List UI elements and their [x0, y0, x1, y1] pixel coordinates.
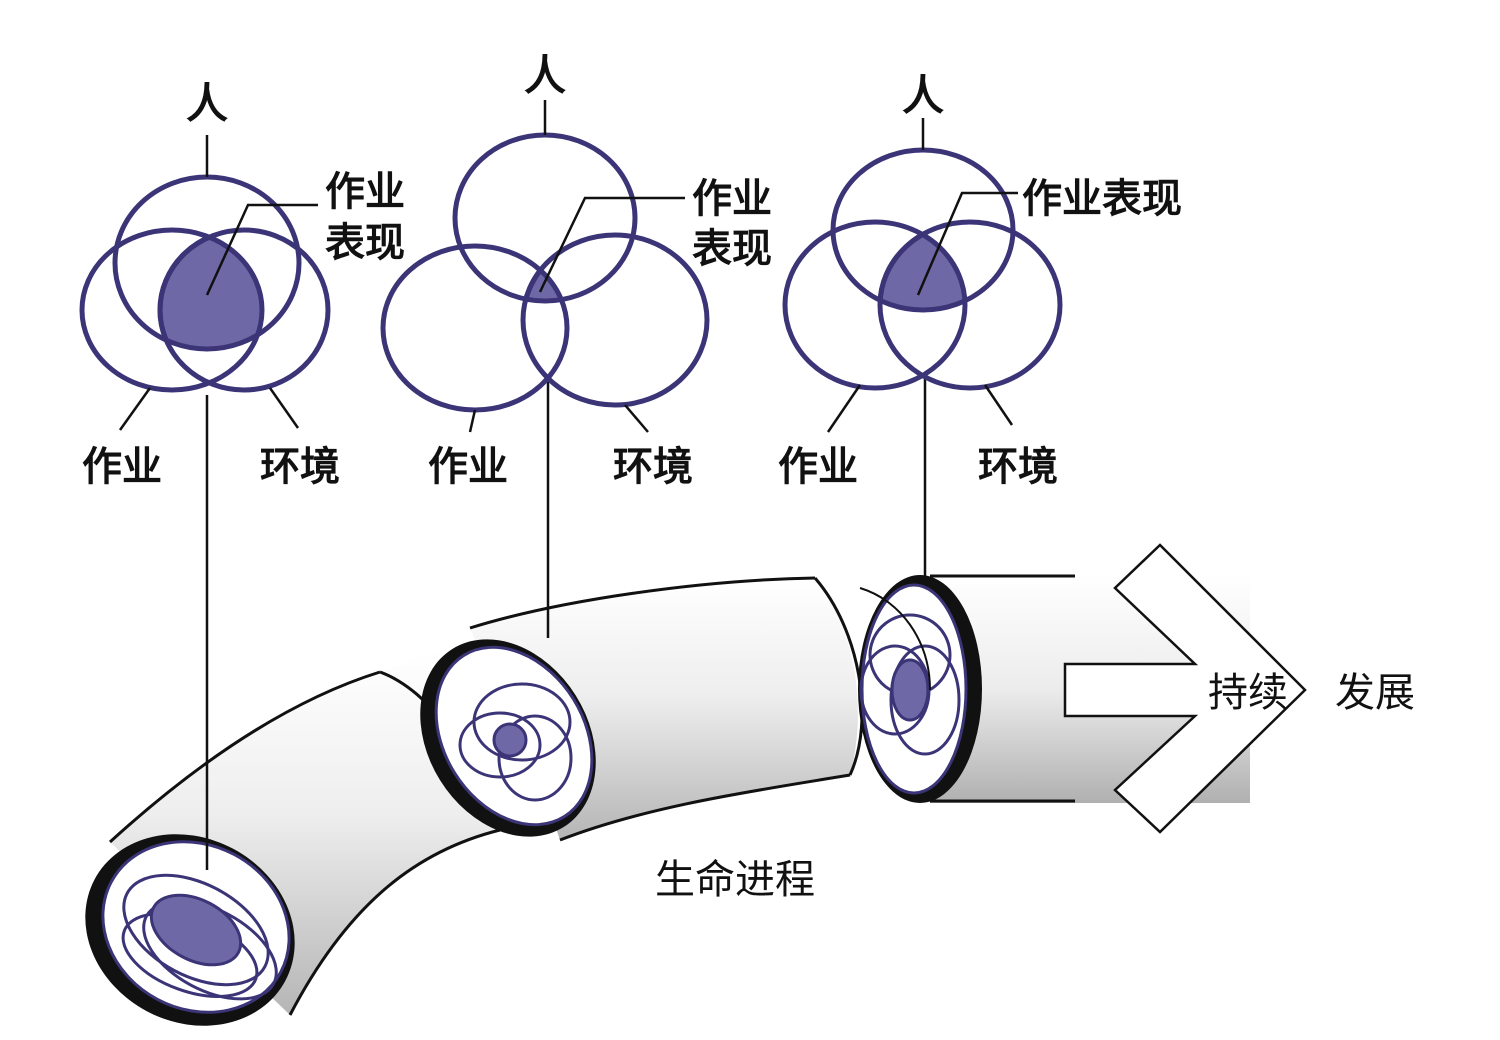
environment-circle-3 — [877, 219, 1063, 391]
task-label-1: 作业 — [82, 444, 162, 490]
arrow-label-left: 持续 — [1208, 670, 1288, 716]
arrow-label-right: 发展 — [1335, 670, 1415, 716]
performance-label-1b: 表现 — [325, 220, 405, 266]
life-process-label: 生命进程 — [655, 857, 815, 903]
task-circle-3 — [782, 219, 968, 391]
joint-1 — [859, 587, 931, 691]
development-arrow — [930, 543, 1307, 834]
chevron-arrow-icon — [1063, 543, 1307, 834]
opening-2-performance-core — [492, 722, 528, 758]
performance-leader-3 — [916, 191, 1018, 296]
opening-2-task-ring — [458, 711, 542, 779]
environment-label-2: 环境 — [613, 444, 693, 490]
task-leader-2 — [468, 409, 477, 433]
tube-opening-3 — [858, 575, 982, 803]
environment-label-3: 环境 — [978, 444, 1058, 490]
environment-leader-1 — [268, 387, 300, 429]
tube-opening-1 — [85, 834, 295, 1026]
tube-segment-1-top — [108, 670, 381, 844]
environment-circle-1 — [157, 227, 331, 393]
person-label-3: 人 — [902, 71, 944, 120]
performance-label-1a: 作业 — [325, 169, 405, 215]
opening-3-env-ring — [889, 644, 961, 756]
task-leader-3 — [826, 384, 862, 433]
task-circle-1 — [79, 227, 265, 393]
environment-label-1: 环境 — [260, 444, 340, 490]
tube-segment-2-top — [469, 576, 816, 630]
task-label-3: 作业 — [778, 444, 858, 490]
pep-diagram-3: 人 作业表现 作业 环境 — [778, 71, 1182, 490]
performance-label-2b: 表现 — [692, 226, 772, 272]
pep-diagram-2: 人 作业 表现 作业 环境 — [380, 51, 772, 490]
environment-leader-3 — [983, 384, 1014, 426]
environment-leader-2 — [624, 404, 649, 433]
tube-segment-2-bottom — [559, 773, 851, 842]
performance-label-3: 作业表现 — [1022, 176, 1182, 222]
opening-2-env-ring — [497, 714, 573, 802]
environment-circle-2 — [520, 232, 710, 408]
life-process-tube: 生命进程 持续 发展 — [85, 543, 1415, 1026]
opening-1-person-ring — [122, 873, 270, 987]
task-leader-1 — [118, 387, 152, 431]
task-label-2: 作业 — [428, 444, 508, 490]
person-label-2: 人 — [524, 51, 566, 100]
person-label-1: 人 — [186, 79, 228, 128]
performance-leader-1 — [205, 203, 318, 296]
opening-1-performance-core — [149, 893, 243, 967]
performance-leader-2 — [538, 196, 685, 293]
pep-diagram-1: 人 作业 表现 作业 环境 — [79, 79, 405, 490]
opening-3-performance-core — [890, 658, 930, 722]
tube-opening-2 — [420, 639, 596, 837]
tube-segment-1-bottom — [288, 828, 501, 1016]
performance-label-2a: 作业 — [692, 176, 772, 222]
